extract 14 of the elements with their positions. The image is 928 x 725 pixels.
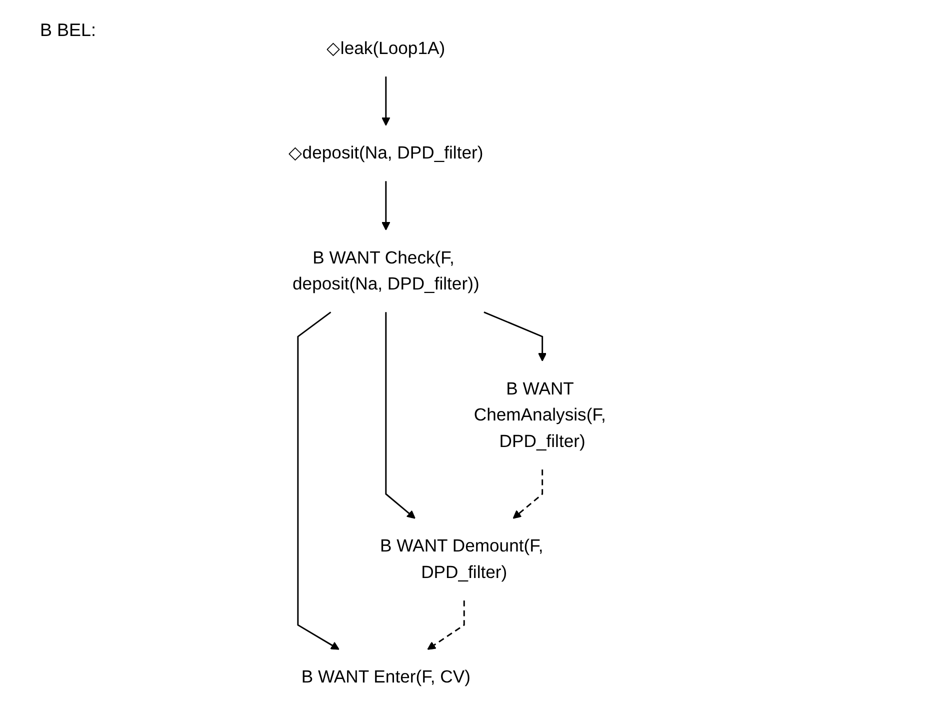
node-text: ◇deposit(Na, DPD_filter) — [288, 142, 484, 162]
arrow — [297, 311, 340, 650]
node-text: B WANT Demount(F, DPD_filter) — [380, 536, 544, 582]
text-label: B BEL: — [40, 20, 96, 41]
node-text: B WANT Enter(F, CV) — [301, 666, 470, 686]
arrow — [427, 600, 465, 650]
arrow — [512, 469, 543, 518]
node-text: B WANT Check(F, deposit(Na, DPD_filter)) — [292, 247, 480, 294]
arrow — [484, 310, 546, 361]
node-text: ◇leak(Loop1A) — [326, 38, 445, 58]
node-text: B WANT ChemAnalysis(F, DPD_filter) — [474, 378, 606, 450]
arrow — [382, 180, 390, 230]
arrow — [385, 312, 416, 518]
arrow — [382, 76, 390, 126]
